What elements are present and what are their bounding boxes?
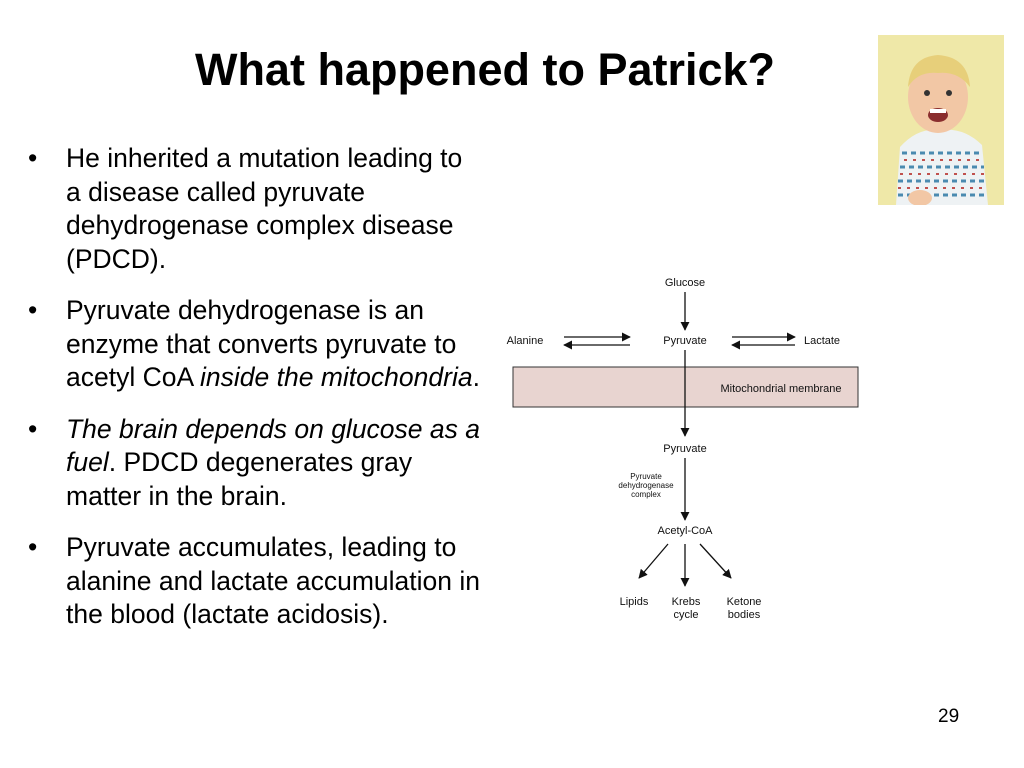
bullet-marker: • <box>28 143 38 173</box>
label-pyruvate-top: Pyruvate <box>663 335 706 347</box>
label-alanine: Alanine <box>507 335 544 347</box>
label-enzyme-line3: complex <box>631 490 661 499</box>
label-mitochondrial-membrane: Mitochondrial membrane <box>720 383 841 395</box>
bullet-text: Pyruvate dehydrogenase is an enzyme that… <box>66 295 480 392</box>
bullet-text-segment: . <box>472 362 480 392</box>
label-enzyme-line2: dehydrogenase <box>618 481 674 490</box>
page-number: 29 <box>938 706 960 727</box>
bullet-text-segment: Pyruvate dehydrogenase is an enzyme that… <box>66 295 457 392</box>
bullet-text-italic: The brain depends on glucose as a fuel <box>66 413 480 478</box>
label-enzyme-line1: Pyruvate <box>630 472 662 481</box>
arrow-acetyl-coa-to-ketone <box>699 543 732 579</box>
label-acetyl-coa: Acetyl-CoA <box>657 525 713 537</box>
slide-title: What happened to Patrick? <box>194 44 776 95</box>
label-glucose: Glucose <box>665 277 705 289</box>
label-pyruvate-bottom: Pyruvate <box>663 443 706 455</box>
label-lactate: Lactate <box>804 335 840 347</box>
bullet-item: • Pyruvate accumulates, leading to alanin… <box>28 531 480 632</box>
arrow-acetyl-coa-to-lipids <box>638 543 669 579</box>
bullet-text: The brain depends on glucose as a fuel. … <box>66 414 480 511</box>
bullet-item: • Pyruvate dehydrogenase is an enzyme tha… <box>28 294 480 395</box>
bullet-text-italic: inside the mitochondria <box>200 362 473 392</box>
bullet-marker: • <box>28 413 38 444</box>
bullet-marker: • <box>28 295 38 325</box>
label-lipids: Lipids <box>620 596 649 608</box>
child-portrait-image <box>878 35 1004 205</box>
bullet-list: • He inherited a mutation leading to a di… <box>28 142 480 650</box>
bullet-item: • He inherited a mutation leading to a di… <box>28 142 480 276</box>
bullet-text: He inherited a mutation leading to a dis… <box>66 143 462 274</box>
label-krebs-line1: Krebs <box>672 596 701 608</box>
pyruvate-metabolism-diagram: Mitochondrial membrane Glucose Alanine P… <box>507 277 859 621</box>
bullet-text-segment: He inherited a mutation leading to a dis… <box>66 143 463 274</box>
bullet-text-segment: . PDCD degenerates gray matter in the br… <box>66 447 413 511</box>
bullet-text-segment: Pyruvate accumulates, leading to alanine… <box>66 532 480 629</box>
child-portrait-photo <box>878 35 1004 205</box>
label-krebs-line2: cycle <box>673 609 698 621</box>
bullet-item: • The brain depends on glucose as a fuel.… <box>28 413 480 514</box>
label-ketone-line2: bodies <box>728 609 761 621</box>
bullet-marker: • <box>28 532 38 562</box>
bullet-text: Pyruvate accumulates, leading to alanine… <box>66 532 480 629</box>
label-ketone-line1: Ketone <box>727 596 762 608</box>
